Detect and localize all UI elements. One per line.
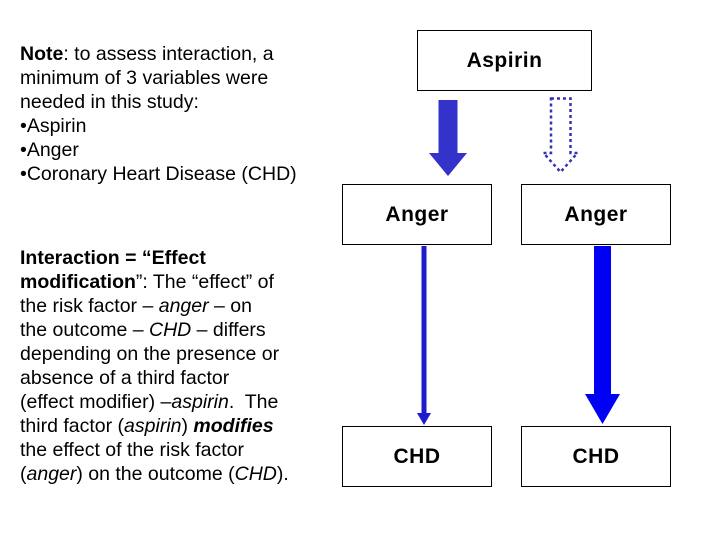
text-run: ). bbox=[276, 463, 289, 485]
chd-box-left: CHD bbox=[342, 426, 492, 487]
text-run: aspirin bbox=[171, 391, 229, 413]
thick-arrow-icon bbox=[585, 246, 620, 424]
text-run: ) on the outcome ( bbox=[76, 463, 235, 485]
anger-box-left: Anger bbox=[342, 184, 492, 245]
dashed-block-arrow-icon bbox=[543, 97, 579, 174]
dashed-block-arrow-shape bbox=[543, 97, 579, 174]
text-run: . The third factor ( bbox=[20, 391, 279, 437]
thin-arrow-stem bbox=[421, 246, 427, 414]
text-run: ) bbox=[181, 415, 194, 437]
text-run: Interaction = “Effect modification bbox=[20, 247, 206, 293]
solid-block-arrow-shape bbox=[429, 100, 467, 176]
thin-arrow-icon bbox=[417, 246, 431, 425]
note-paragraph: Note: to assess interaction, a minimum o… bbox=[20, 42, 360, 186]
anger-box-right: Anger bbox=[521, 184, 671, 245]
thick-arrow-head bbox=[585, 394, 620, 424]
aspirin-box-label: Aspirin bbox=[466, 48, 543, 72]
text-run: ”: The “effect” of the risk factor – bbox=[20, 271, 274, 317]
text-run: CHD bbox=[234, 463, 277, 485]
text-run: anger bbox=[158, 295, 209, 317]
anger-box-left-label: Anger bbox=[385, 202, 449, 226]
chd-box-right: CHD bbox=[521, 426, 671, 487]
text-run: aspirin bbox=[124, 415, 182, 437]
text-run: – differs depending on the presence or a… bbox=[20, 319, 280, 413]
text-run: modifies bbox=[193, 415, 274, 437]
text-run: anger bbox=[26, 463, 77, 485]
chd-box-left-label: CHD bbox=[393, 444, 441, 468]
thin-arrow-head bbox=[417, 413, 431, 425]
chd-box-right-label: CHD bbox=[572, 444, 620, 468]
text-run: Note bbox=[20, 43, 64, 65]
text-run: – on the outcome – bbox=[20, 295, 252, 341]
solid-block-arrow-icon bbox=[429, 100, 467, 176]
aspirin-box: Aspirin bbox=[417, 30, 592, 91]
text-run: the effect of the risk factor ( bbox=[20, 439, 245, 485]
text-run: CHD bbox=[149, 319, 192, 341]
thick-arrow-stem bbox=[594, 246, 611, 395]
anger-box-right-label: Anger bbox=[564, 202, 628, 226]
interaction-definition-paragraph: Interaction = “Effect modification”: The… bbox=[20, 246, 360, 486]
text-run: : to assess interaction, a minimum of 3 … bbox=[20, 43, 297, 185]
